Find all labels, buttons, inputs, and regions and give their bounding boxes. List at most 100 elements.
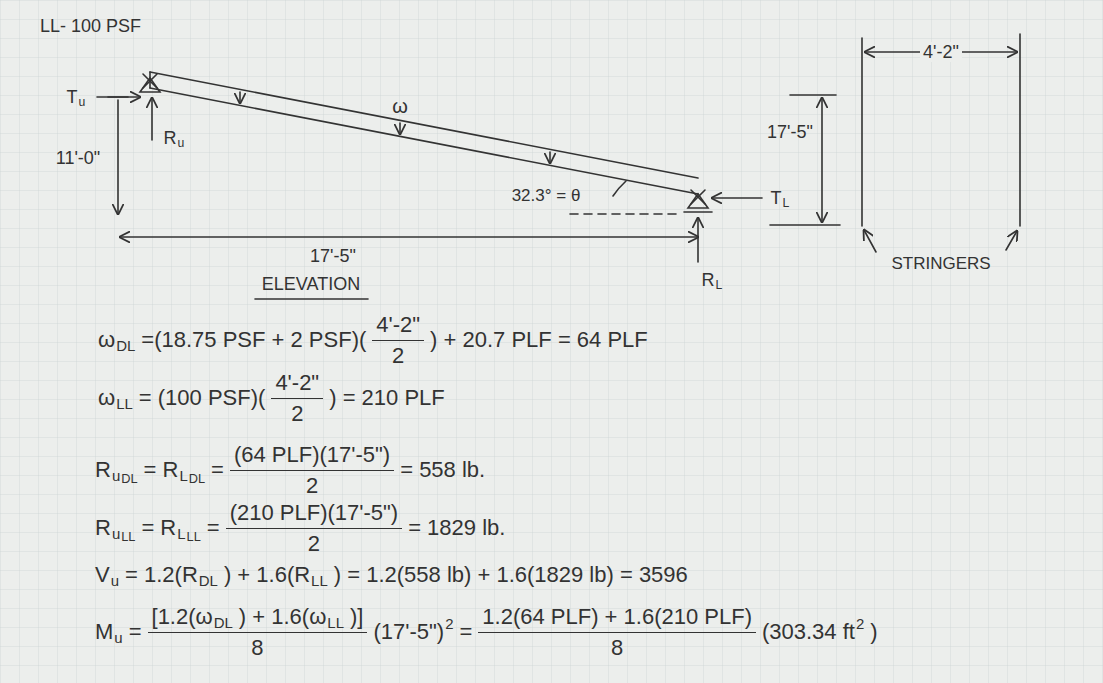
fraction-numerator: [1.2(ωDL ) + 1.6(ωLL)]: [148, 604, 368, 632]
force-label: T: [771, 188, 782, 209]
equation-term: )]: [350, 604, 363, 629]
equation-term: =: [207, 515, 220, 540]
leader-line: [864, 230, 876, 252]
fraction: (210 PLF)(17'-5") 2: [226, 500, 403, 556]
fraction: [1.2(ωDL ) + 1.6(ωLL)] 8: [148, 604, 368, 660]
equation-term: ω: [98, 385, 115, 410]
stringer-line: [861, 38, 863, 226]
equation-term: L: [179, 467, 187, 484]
equation-term: = (100 PSF)(: [139, 385, 266, 410]
beam-line: [150, 72, 698, 178]
fraction: 4'-2" 2: [271, 370, 323, 426]
load-label: ω: [392, 95, 408, 118]
dimension-label: 17'-5": [310, 246, 356, 267]
dimension-tick: [790, 94, 836, 96]
equation-term: V: [95, 562, 110, 587]
load-arrow: [549, 152, 551, 163]
equation-term: 2: [392, 343, 404, 368]
equation-term: LL: [311, 572, 328, 589]
pin-mark: [691, 190, 705, 204]
equation-term: DL: [121, 472, 137, 487]
part-label-group: STRINGERS: [891, 254, 990, 274]
equation-term: ) + 20.7 PLF = 64 PLF: [430, 327, 648, 352]
angle-reference: [570, 213, 680, 215]
equation-term: 2: [308, 531, 320, 556]
equation-term: =: [211, 457, 224, 482]
equation-term: [1.2(ω: [152, 604, 213, 629]
load-note: LL- 100 PSF: [40, 16, 141, 37]
equation-term: = 1829 lb.: [408, 515, 505, 540]
equation-term: 4'-2": [376, 312, 420, 337]
equation-term: 1.2(64 PLF) + 1.6(210 PLF): [482, 604, 752, 629]
fraction-denominator: 2: [308, 529, 320, 556]
equation-term: L: [177, 525, 185, 542]
equation-term: LL: [327, 614, 344, 631]
dimension-line: [120, 236, 698, 238]
equation-term: ) = 210 PLF: [329, 385, 445, 410]
force-label: T: [67, 87, 78, 108]
force-label: L: [716, 278, 723, 292]
equation-term: DL: [189, 472, 205, 487]
equation-term: 8: [251, 635, 263, 660]
equation-term: ) = 1.2(558 lb) + 1.6(1829 lb) = 3596: [334, 562, 688, 587]
dimension-label: 4'-2": [920, 42, 962, 63]
pin-mark: [143, 74, 157, 88]
equation-term: LL: [187, 530, 201, 545]
force-label-group: Ru: [164, 128, 185, 149]
dimension-label: 11'-0": [56, 148, 101, 169]
fraction-numerator: 4'-2": [271, 370, 323, 398]
equation-term: 2: [445, 615, 453, 632]
equation-term: R: [95, 515, 111, 540]
fraction-numerator: (210 PLF)(17'-5"): [226, 500, 403, 528]
force-label-group: Tu: [67, 87, 86, 108]
equation-term: ) + 1.6(ω: [239, 604, 326, 629]
equation-term: (17'-5"): [373, 619, 444, 644]
dimension-label-group: 11'-0": [56, 148, 101, 169]
dimension-line: [821, 98, 823, 222]
equation-term: LL: [116, 395, 133, 412]
angle-label: 32.3° = θ: [512, 186, 581, 206]
load-arrow: [239, 92, 241, 103]
dimension-label-group: 17'-5": [310, 246, 356, 267]
equation-term: 4'-2": [275, 370, 319, 395]
equation-term-group: RuLL= RLLL=(210 PLF)(17'-5")2= 1829 lb.: [95, 500, 505, 556]
equation-term-group: ωLL = (100 PSF)( 4'-2" 2 ) = 210 PLF: [98, 370, 445, 426]
equation-term: 2: [856, 615, 864, 632]
fraction: 4'-2" 2: [372, 312, 424, 368]
support-base: [684, 211, 712, 213]
reaction-arrow: [151, 98, 153, 140]
equation-term: M: [95, 619, 113, 644]
fraction-numerator: 4'-2": [372, 312, 424, 340]
dimension-label: 17'-5": [767, 122, 813, 143]
beam-line: [150, 88, 698, 194]
equation-term: LL: [121, 530, 135, 545]
equation-term: ) + 1.6(R: [224, 562, 310, 587]
title-underline: [255, 298, 368, 300]
equation-term: 2: [291, 401, 303, 426]
equation-term: R: [95, 457, 111, 482]
dimension-tick: [108, 96, 128, 98]
reaction-arrow: [712, 197, 762, 199]
equation-term: DL: [116, 337, 135, 354]
force-label-group: TL: [771, 188, 790, 209]
load-arrow: [399, 123, 401, 134]
equation-term: =: [459, 619, 472, 644]
force-label: u: [79, 95, 86, 109]
force-label: R: [164, 128, 177, 149]
equation-term: 8: [611, 635, 623, 660]
view-title-group: ELEVATION: [262, 274, 360, 295]
equation-term: DL: [214, 614, 233, 631]
equation-term: ω: [98, 327, 115, 352]
force-label: R: [702, 270, 715, 291]
load-note-group: LL- 100 PSF: [40, 16, 141, 37]
reaction-arrow: [97, 96, 140, 98]
equation-term: u: [112, 525, 120, 542]
equation-term: ): [870, 619, 877, 644]
leader-line: [1006, 231, 1017, 250]
equation-term: 2: [306, 473, 318, 498]
equation-term: u: [111, 572, 119, 589]
load-label-group: ω: [392, 95, 408, 118]
fraction-denominator: 2: [291, 399, 303, 426]
dimension-label-group: 4'-2": [920, 42, 962, 63]
fraction-numerator: 1.2(64 PLF) + 1.6(210 PLF): [478, 604, 756, 632]
